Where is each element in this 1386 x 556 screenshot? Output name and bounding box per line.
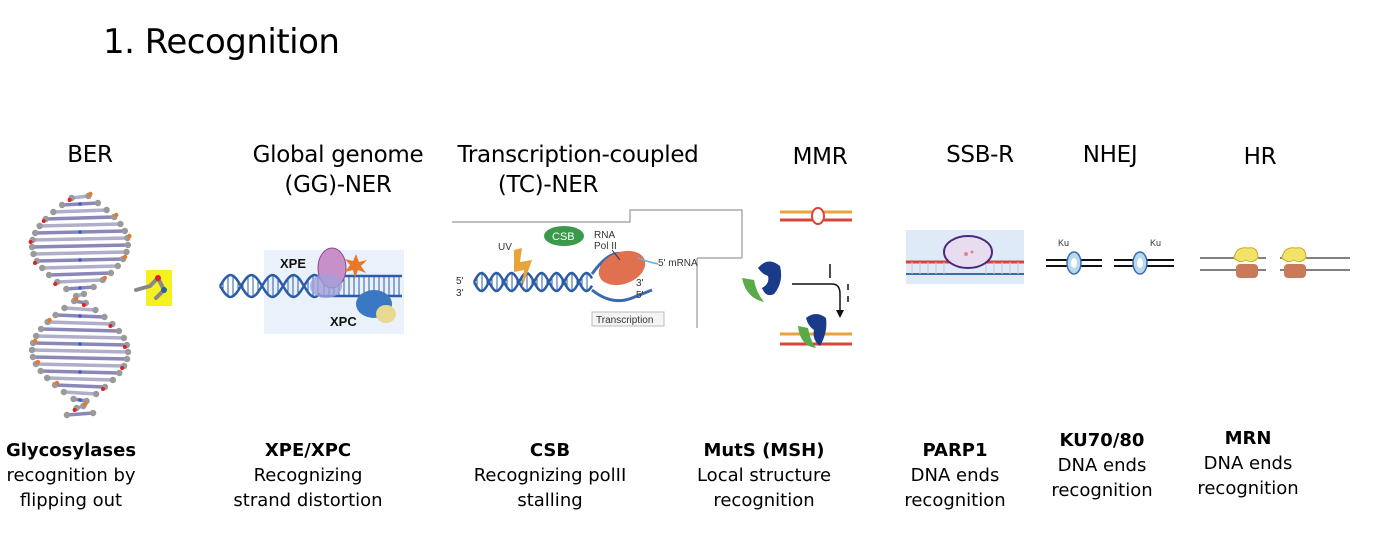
- heading-gg-ner: Global genome (GG)-NER: [252, 142, 424, 198]
- heading-nhej: NHEJ: [1082, 142, 1138, 168]
- xpe-label: XPE: [280, 256, 306, 271]
- heading-ssb-r: SSB-R: [946, 142, 1014, 168]
- svg-text:UV: UV: [498, 242, 512, 253]
- gg-ner-diagram: XPE XPC: [214, 246, 404, 336]
- mrn-complex-left: [1236, 264, 1258, 278]
- mmr-diagram: [742, 207, 852, 348]
- caption-ber: Glycosylases recognition by flipping out: [5, 440, 137, 511]
- heading-tc-ner: Transcription-coupled (TC)-NER: [457, 142, 699, 198]
- svg-text:5' mRNA: 5' mRNA: [658, 258, 698, 269]
- caption-mmr: MutS (MSH) Local structure recognition: [696, 440, 832, 511]
- csb-protein: [544, 226, 584, 246]
- svg-text:RNA: RNA: [594, 230, 615, 241]
- parp1-protein: [943, 235, 993, 269]
- transcription-label: Transcription: [596, 315, 653, 326]
- svg-text:3': 3': [636, 278, 644, 289]
- xpc-label: XPC: [330, 314, 357, 329]
- mismatch-bubble: [811, 207, 825, 225]
- damage-star-icon: [345, 254, 367, 278]
- rna-pol-ii-protein: [598, 250, 646, 286]
- nhej-diagram: Ku Ku: [1046, 238, 1174, 275]
- heading-ber: BER: [67, 142, 113, 168]
- heading-hr: HR: [1243, 144, 1277, 170]
- caption-nhej: KU70/80 DNA ends recognition: [1051, 430, 1153, 501]
- mrn-complex-right: [1284, 264, 1306, 278]
- svg-text:Pol II: Pol II: [594, 241, 617, 252]
- caption-tc-ner: CSB Recognizing polII stalling: [473, 440, 627, 511]
- csb-diagram-label: CSB: [552, 231, 575, 243]
- uv-lightning-icon: [514, 248, 532, 288]
- tc-ner-diagram: CSB UV RNA Pol II 5' mRNA 5' 3' 3' 5' Tr…: [452, 209, 743, 328]
- caption-ssb-r: PARP1 DNA ends recognition: [904, 440, 1006, 511]
- svg-text:5': 5': [636, 290, 644, 301]
- svg-text:Ku: Ku: [1150, 238, 1161, 248]
- hr-diagram: [1200, 247, 1350, 278]
- svg-text:5': 5': [456, 276, 464, 287]
- heading-mmr: MMR: [792, 144, 848, 170]
- muts-protein: [758, 261, 782, 296]
- ssb-r-diagram: [906, 230, 1024, 284]
- svg-text:Ku: Ku: [1058, 238, 1069, 248]
- ber-dna-helix-diagram: [28, 191, 172, 419]
- caption-gg-ner: XPE/XPC Recognizing strand distortion: [233, 440, 383, 511]
- page-title: 1. Recognition: [103, 22, 340, 62]
- caption-hr: MRN DNA ends recognition: [1197, 428, 1299, 499]
- svg-text:3': 3': [456, 288, 464, 299]
